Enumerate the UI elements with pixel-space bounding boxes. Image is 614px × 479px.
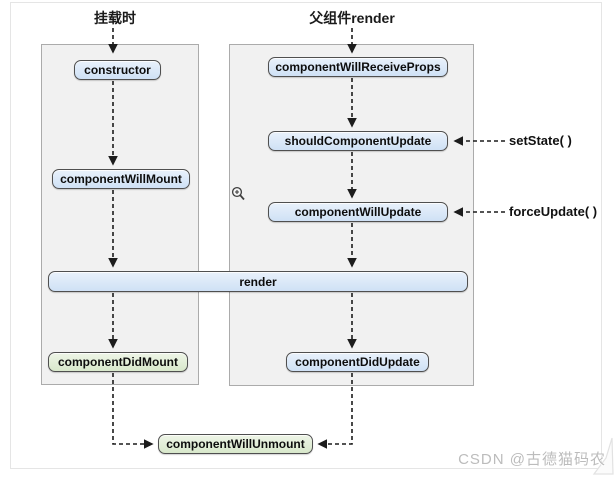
component-did-update-box: componentDidUpdate: [286, 352, 429, 372]
component-will-receive-props-box: componentWillReceiveProps: [268, 57, 448, 77]
mount-phase-label: 挂载时: [94, 10, 136, 26]
render-box: render: [48, 271, 468, 292]
force-update-label: forceUpdate( ): [509, 204, 598, 219]
mount-phase-column: [41, 44, 199, 385]
component-did-mount-box: componentDidMount: [48, 352, 188, 372]
set-state-label: setState( ): [509, 133, 572, 148]
zoom-in-cursor-icon: [231, 186, 245, 201]
component-will-update-box: componentWillUpdate: [268, 202, 448, 222]
component-will-unmount-box: componentWillUnmount: [158, 434, 313, 454]
should-component-update-box: shouldComponentUpdate: [268, 131, 448, 151]
parent-render-label: 父组件render: [309, 10, 395, 26]
component-will-mount-box: componentWillMount: [52, 169, 190, 189]
watermark: CSDN @古德猫码农: [458, 451, 606, 468]
constructor-box: constructor: [74, 60, 161, 80]
corner-cursor-shape: [592, 437, 614, 475]
